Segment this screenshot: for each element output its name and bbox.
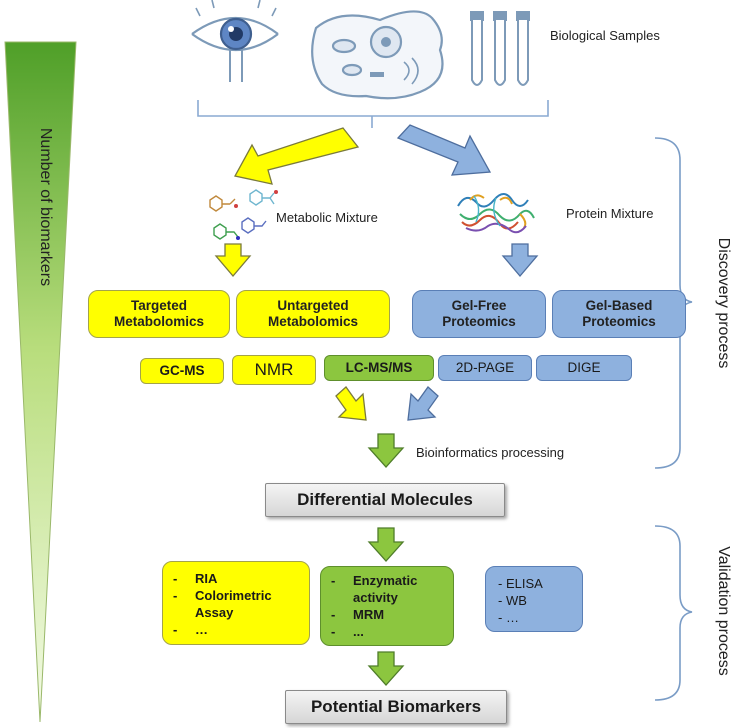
biomarker-count-wedge	[4, 41, 77, 723]
arrow-to-metabolic	[234, 127, 360, 185]
green-validation-list: -Enzymatic activity -MRM -...	[320, 566, 454, 646]
untargeted-line-2: Metabolomics	[267, 314, 359, 329]
arrow-to-validation	[367, 527, 405, 562]
list-item: Assay	[195, 605, 234, 621]
untargeted-line-1: Untargeted	[277, 297, 349, 313]
lcmsms-box: LC-MS/MS	[324, 355, 434, 381]
blue-validation-list: - ELISA - WB - …	[485, 566, 583, 632]
arrow-metabolomics-to-bioinfo	[335, 386, 367, 421]
protein-mixture-label: Protein Mixture	[566, 206, 654, 221]
gel-based-line-1: Gel-Based	[585, 297, 653, 313]
test-tubes-icon	[470, 11, 530, 86]
arrow-to-proteomics	[501, 243, 539, 278]
protein-structure-icon	[457, 193, 535, 234]
arrow-to-metabolomics	[214, 243, 252, 278]
targeted-line-2: Metabolomics	[113, 314, 205, 329]
gel-based-proteomics-box: Gel-Based Proteomics	[552, 290, 686, 338]
cell-icon	[311, 10, 444, 100]
validation-process-label: Validation process	[715, 546, 732, 676]
list-item: - …	[498, 610, 519, 626]
metabolic-mixture-label: Metabolic Mixture	[276, 210, 378, 225]
list-item: -…	[173, 622, 208, 638]
samples-brace	[197, 100, 549, 128]
dige-box: DIGE	[536, 355, 632, 381]
list-item: -...	[331, 624, 364, 640]
arrow-to-differential	[367, 433, 405, 468]
arrow-to-potential	[367, 651, 405, 686]
discovery-process-label: Discovery process	[715, 237, 732, 369]
list-item: - WB	[498, 593, 527, 609]
nmr-box: NMR	[232, 355, 316, 385]
validation-brace	[654, 525, 693, 701]
gcms-box: GC-MS	[140, 358, 224, 384]
small-molecules-icon	[209, 189, 278, 240]
targeted-line-1: Targeted	[130, 297, 187, 313]
list-item: activity	[353, 590, 398, 606]
gel-based-line-2: Proteomics	[582, 314, 656, 329]
list-item: -Enzymatic	[331, 573, 418, 588]
discovery-brace	[654, 137, 693, 469]
biological-samples-label: Biological Samples	[550, 28, 660, 43]
list-item: - ELISA	[498, 576, 543, 591]
yellow-validation-list: -RIA -Colorimetric Assay -…	[162, 561, 310, 645]
eye-icon	[191, 0, 279, 82]
bioinformatics-label: Bioinformatics processing	[416, 445, 565, 460]
list-item: -RIA	[173, 571, 218, 586]
gel-free-proteomics-box: Gel-Free Proteomics	[412, 290, 546, 338]
untargeted-metabolomics-box: Untargeted Metabolomics	[236, 290, 390, 338]
number-of-biomarkers-label: Number of biomarkers	[37, 127, 54, 287]
list-item: -Colorimetric	[173, 588, 272, 604]
differential-molecules-box: Differential Molecules	[265, 483, 505, 517]
arrow-to-protein	[396, 124, 492, 176]
gel-free-line-2: Proteomics	[442, 314, 516, 329]
gel-free-line-1: Gel-Free	[451, 297, 507, 313]
targeted-metabolomics-box: Targeted Metabolomics	[88, 290, 230, 338]
list-item: -MRM	[331, 607, 385, 623]
2d-page-box: 2D-PAGE	[438, 355, 532, 381]
potential-biomarkers-box: Potential Biomarkers	[285, 690, 507, 724]
arrow-proteomics-to-bioinfo	[407, 386, 439, 421]
